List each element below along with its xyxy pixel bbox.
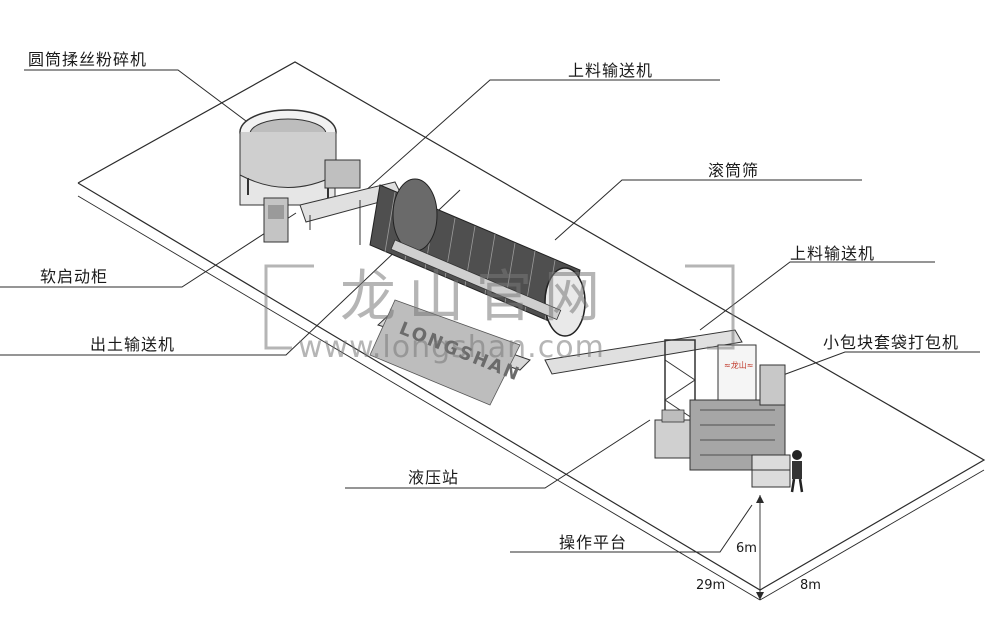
label-output-conveyor: 出土输送机 — [90, 335, 176, 354]
label-soft-start-cabinet: 软启动柜 — [40, 267, 109, 286]
label-feed-conveyor-1: 上料输送机 — [568, 61, 654, 80]
watermark-url: www.longshan.com — [298, 330, 605, 365]
hydraulic-station — [654, 409, 696, 459]
output-conveyor — [369, 299, 531, 406]
label-baler: 小包块套袋打包机 — [823, 333, 960, 352]
watermark-title: 龙山官网 — [340, 265, 612, 330]
label-platform: 操作平台 — [559, 533, 628, 552]
leader-lines — [0, 69, 980, 553]
floor-outline — [77, 61, 986, 601]
dimension-length: 29m — [696, 578, 726, 593]
drum-screen — [369, 178, 586, 337]
label-feed-conveyor-2: 上料输送机 — [790, 244, 876, 263]
shredder-machine — [239, 109, 361, 206]
label-shredder: 圆筒揉丝粉碎机 — [28, 50, 148, 69]
dimension-width: 8m — [800, 578, 821, 593]
label-drum-screen: 滚筒筛 — [708, 161, 760, 180]
soft-start-cabinet — [263, 197, 289, 243]
baler-machine: ≈龙山≈ — [689, 344, 786, 471]
watermark-frame — [264, 264, 735, 350]
dimension-height: 6m — [736, 541, 757, 556]
label-hydraulic-station: 液压站 — [408, 468, 460, 487]
operating-platform — [751, 450, 804, 493]
svg-text:≈龙山≈: ≈龙山≈ — [724, 360, 753, 370]
